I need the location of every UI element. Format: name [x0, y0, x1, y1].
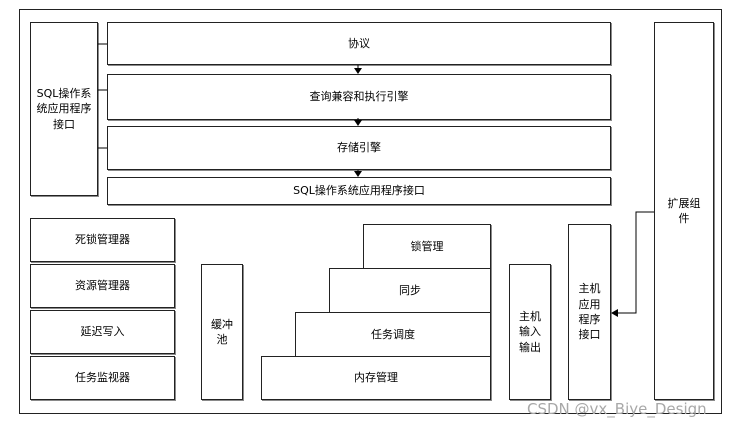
host-io-label: 主机输入输出: [519, 309, 541, 354]
storage-engine-label: 存储引擎: [337, 141, 381, 155]
task-monitor-label: 任务监视器: [75, 371, 130, 385]
watermark: CSDN @vx_Biye_Design: [527, 400, 707, 418]
query-engine-box: 查询兼容和执行引擎: [107, 74, 611, 120]
synchronization-label: 同步: [399, 283, 421, 297]
deadlock-manager-box: 死锁管理器: [30, 218, 175, 262]
lock-manager-label: 锁管理: [410, 239, 444, 253]
lazy-writer-box: 延迟写入: [30, 310, 175, 354]
task-scheduling-box: 任务调度: [295, 312, 491, 357]
extension-label: 扩展组件: [667, 196, 701, 225]
task-scheduling-label: 任务调度: [371, 327, 415, 341]
host-app-interface-box: 主机应用程序接口: [568, 224, 611, 400]
host-io-box: 主机输入输出: [509, 264, 551, 400]
resource-manager-label: 资源管理器: [75, 279, 130, 293]
memory-management-box: 内存管理: [261, 356, 491, 400]
sqlos-api-bar-label: SQL操作系统应用程序接口: [293, 184, 425, 198]
buffer-pool-label: 缓冲池: [211, 317, 233, 346]
resource-manager-box: 资源管理器: [30, 264, 175, 308]
sqlos-api-side-box: SQL操作系统应用程序接口: [30, 22, 98, 196]
lazy-writer-label: 延迟写入: [80, 325, 125, 339]
query-engine-label: 查询兼容和执行引擎: [309, 90, 409, 104]
buffer-pool-box: 缓冲池: [201, 264, 243, 400]
sqlos-api-side-label: SQL操作系统应用程序接口: [36, 86, 92, 131]
lock-manager-box: 锁管理: [363, 224, 491, 269]
protocol-layer-label: 协议: [348, 36, 370, 50]
synchronization-box: 同步: [329, 268, 491, 313]
diagram-frame: [19, 9, 722, 414]
protocol-layer-box: 协议: [107, 22, 611, 65]
host-app-interface-label: 主机应用程序接口: [578, 282, 601, 342]
task-monitor-box: 任务监视器: [30, 356, 175, 400]
extension-box: 扩展组件: [654, 22, 714, 400]
deadlock-manager-label: 死锁管理器: [75, 233, 130, 247]
storage-engine-box: 存储引擎: [107, 126, 611, 170]
sqlos-api-bar-box: SQL操作系统应用程序接口: [107, 177, 611, 205]
memory-management-label: 内存管理: [354, 371, 398, 385]
